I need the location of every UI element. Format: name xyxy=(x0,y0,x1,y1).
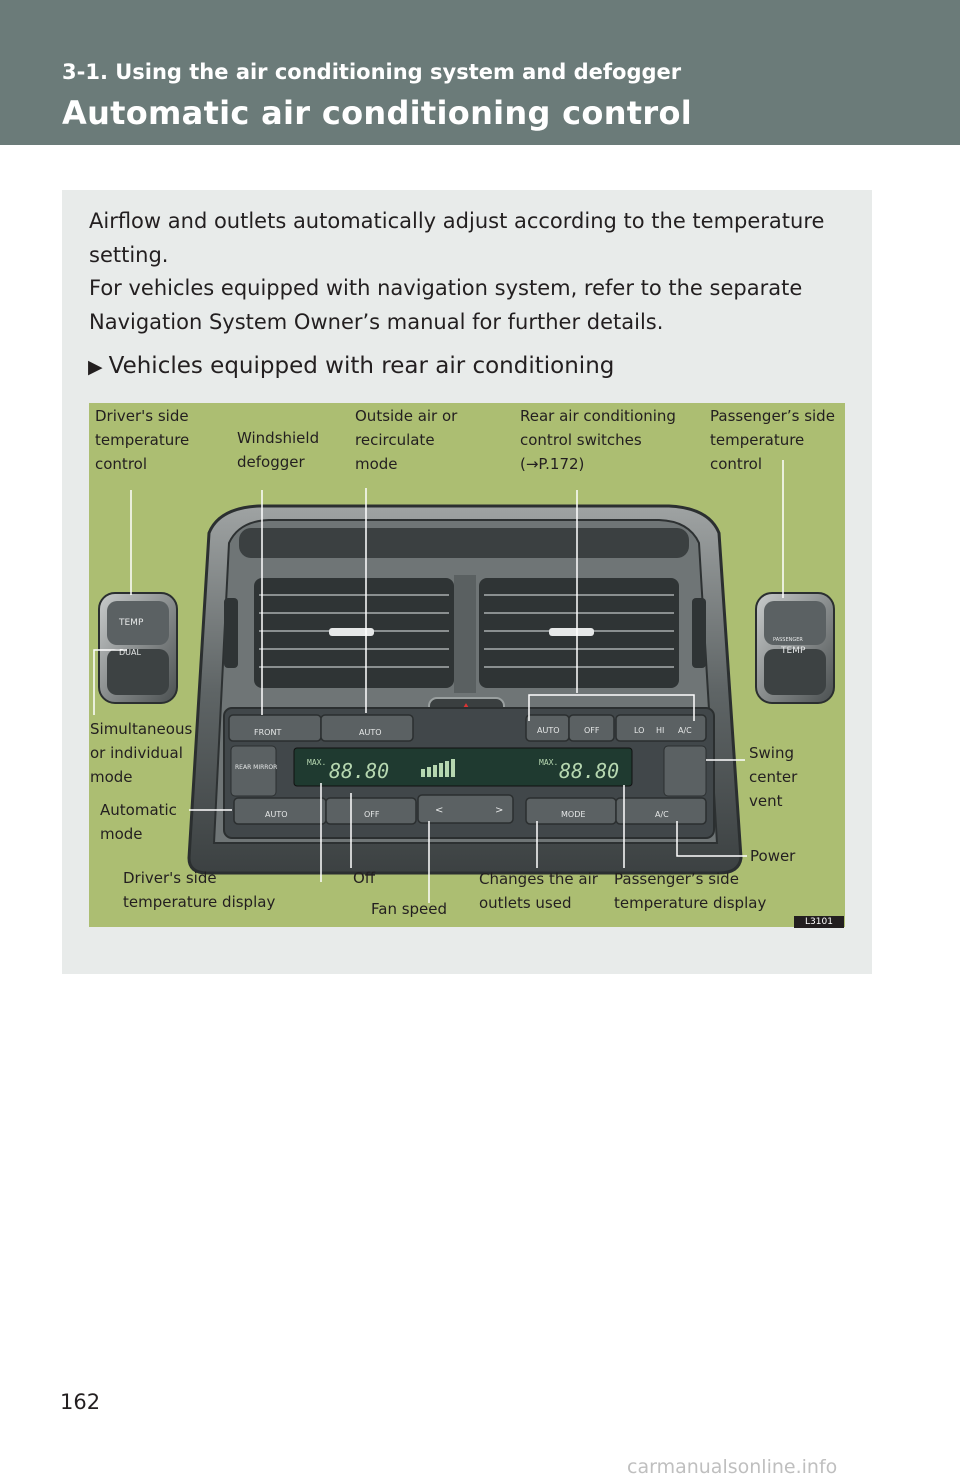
rear-mirror-button xyxy=(230,745,277,797)
max-right-label: MAX. xyxy=(539,758,558,767)
temp-display xyxy=(293,747,633,787)
label-automatic-mode: Automatic mode xyxy=(100,801,177,843)
rear-hi-label: HI xyxy=(656,726,664,735)
temp-right-label: TEMP xyxy=(780,646,806,656)
ac-control-figure: FRONT AUTO AUTO OFF LO HI A/C REAR MIRRO… xyxy=(89,403,845,927)
label-passengers-temp-display: Passenger’s side temperature display xyxy=(614,870,767,912)
ac-button-label: A/C xyxy=(655,810,669,819)
right-vent xyxy=(479,578,679,688)
rear-mirror-label: REAR MIRROR xyxy=(235,764,277,771)
driver-temp-rocker: TEMP DUAL xyxy=(98,592,178,704)
label-passengers-temp-control: Passenger’s side temperature control xyxy=(710,407,835,473)
subheading-text: Vehicles equipped with rear air conditio… xyxy=(108,353,615,379)
auto-recirc-label: AUTO xyxy=(359,728,382,737)
intro-paragraph-2: For vehicles equipped with navigation sy… xyxy=(89,276,803,334)
front-defog-label: FRONT xyxy=(254,728,281,737)
page-header: 3-1. Using the air conditioning system a… xyxy=(0,0,960,145)
leader-lines xyxy=(93,460,784,903)
label-off: Off xyxy=(353,869,376,887)
fan-down-label: < xyxy=(435,805,443,816)
passenger-label: PASSENGER xyxy=(773,637,803,643)
right-triangle-icon: ▶ xyxy=(88,356,103,378)
display-left-value: 88.80 xyxy=(329,759,389,783)
section-title: 3-1. Using the air conditioning system a… xyxy=(62,60,682,84)
label-drivers-temp-display: Driver's side temperature display xyxy=(123,869,276,911)
label-windshield-defogger: Windshield defogger xyxy=(237,429,320,471)
rear-auto-label: AUTO xyxy=(537,726,560,735)
mode-button-label: MODE xyxy=(561,810,585,819)
page-number: 162 xyxy=(60,1390,101,1414)
temp-left-label: TEMP xyxy=(118,618,144,628)
label-fan-speed: Fan speed xyxy=(371,900,448,918)
passenger-temp-rocker: PASSENGER TEMP xyxy=(755,592,835,704)
rear-off-label: OFF xyxy=(584,726,600,735)
rear-ac-label: A/C xyxy=(678,726,692,735)
watermark: carmanualsonline.info xyxy=(627,1456,838,1478)
label-changes-outlets: Changes the air outlets used xyxy=(479,870,598,912)
label-outside-air: Outside air or recirculate mode xyxy=(355,407,458,473)
rear-lo-label: LO xyxy=(634,726,644,735)
figure-id: L3101 xyxy=(794,916,844,928)
ac-panel-illustration: FRONT AUTO AUTO OFF LO HI A/C REAR MIRRO… xyxy=(93,460,835,903)
intro-paragraph-1: Airflow and outlets automatically adjust… xyxy=(89,209,825,267)
label-swing-vent: Swing center vent xyxy=(749,744,798,810)
label-drivers-temp-control: Driver's side temperature control xyxy=(95,407,190,473)
max-left-label: MAX. xyxy=(307,758,326,767)
fan-up-label: > xyxy=(495,805,503,816)
label-rear-ac-switches: Rear air conditioning control switches (… xyxy=(520,407,676,473)
subheading: ▶Vehicles equipped with rear air conditi… xyxy=(88,353,614,379)
display-right-value: 88.80 xyxy=(559,759,619,783)
dual-label: DUAL xyxy=(119,648,141,657)
page-title: Automatic air conditioning control xyxy=(62,94,693,132)
label-simultaneous: Simultaneous or individual mode xyxy=(90,720,193,786)
auto-button-label: AUTO xyxy=(265,810,288,819)
swing-vent-button xyxy=(663,745,707,797)
left-vent xyxy=(254,578,454,688)
label-power: Power xyxy=(750,847,796,865)
fan-off-label: OFF xyxy=(364,810,380,819)
